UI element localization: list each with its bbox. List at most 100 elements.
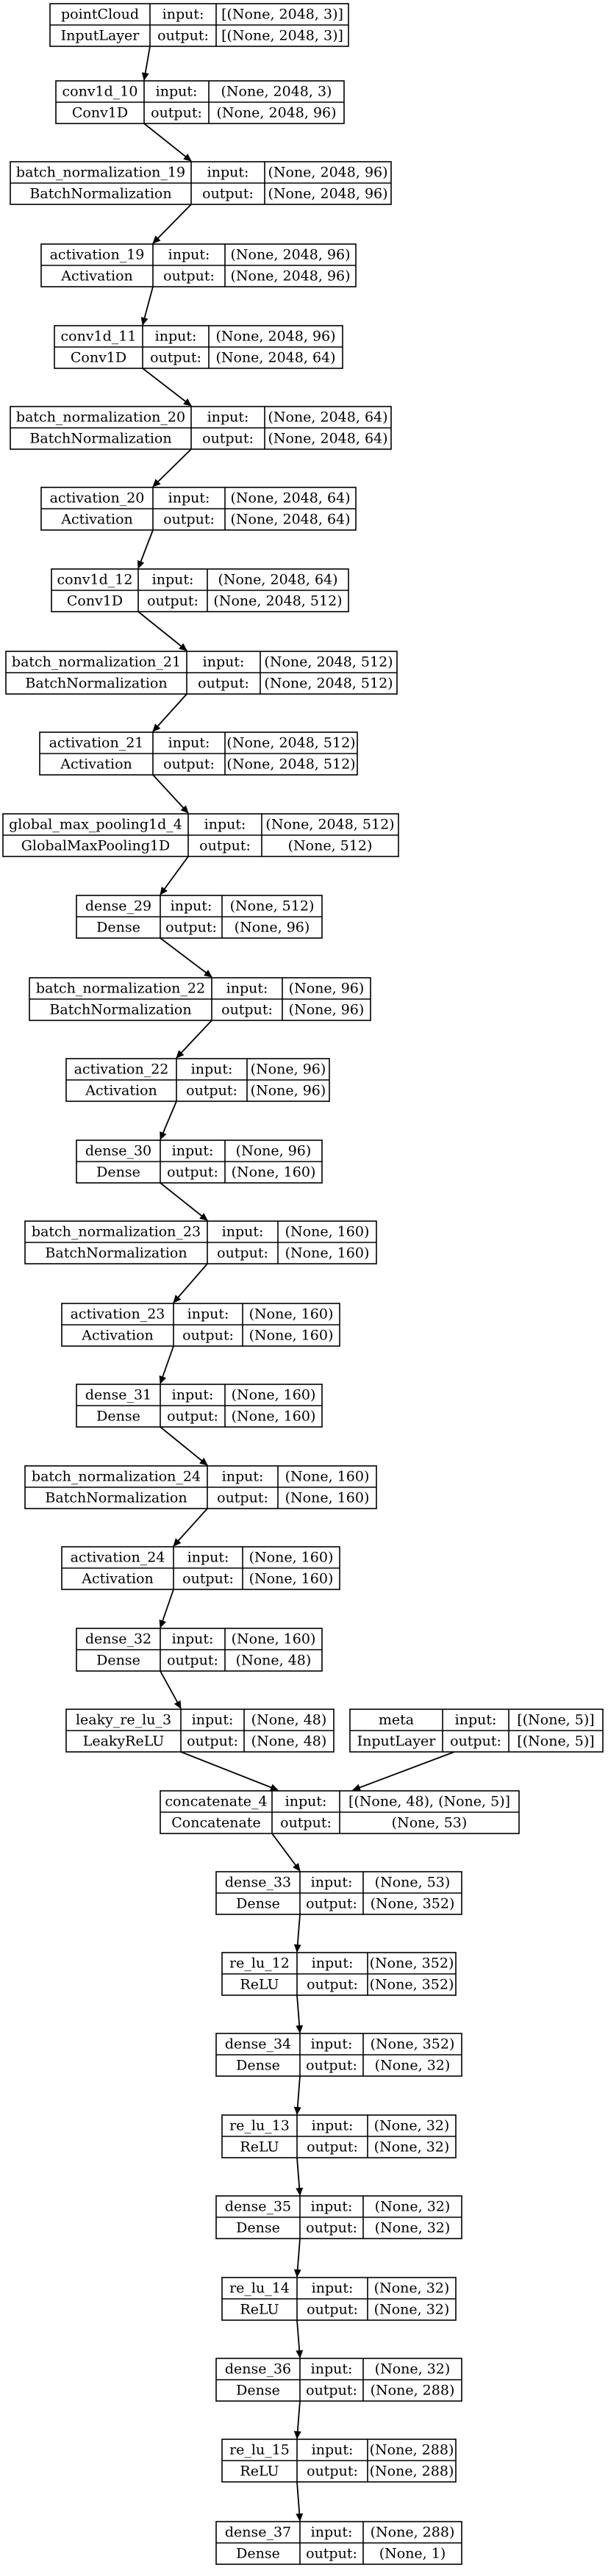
input-label: input: — [187, 1550, 229, 1566]
output-label: output: — [163, 512, 215, 528]
layer-name: concatenate_4 — [165, 1794, 267, 1810]
input-shape: (None, 32) — [374, 2118, 450, 2134]
input-label: input: — [311, 1875, 353, 1891]
output-label: output: — [157, 28, 209, 44]
layer-class: ReLU — [240, 1977, 279, 1993]
layer-class: Dense — [96, 920, 140, 936]
layer-class: ReLU — [240, 2139, 279, 2155]
layer-class: Dense — [96, 1164, 140, 1181]
output-shape: (None, 288) — [370, 2464, 454, 2480]
layer-node-leaky_re_lu_3: leaky_re_lu_3LeakyReLUinput:output:(None… — [65, 1709, 335, 1753]
output-label: output: — [167, 1409, 218, 1425]
output-shape: (None, 48) — [236, 1653, 312, 1669]
input-shape: [(None, 48), (None, 5)] — [348, 1794, 510, 1810]
edge-dense_34-to-re_lu_13 — [293, 2075, 301, 2115]
output-label: output: — [280, 1815, 332, 1831]
input-label: input: — [222, 1224, 264, 1240]
layer-class: BatchNormalization — [29, 186, 171, 202]
layer-class: Conv1D — [67, 593, 123, 609]
output-label: output: — [202, 186, 254, 202]
output-label: output: — [307, 2139, 358, 2155]
input-label: input: — [207, 409, 249, 426]
output-label: output: — [167, 1164, 218, 1181]
input-label: input: — [311, 2199, 353, 2215]
input-label: input: — [226, 981, 268, 997]
layer-node-concatenate_4: concatenate_4Concatenateinput:output:[(N… — [160, 1790, 520, 1834]
input-shape: (None, 2048, 64) — [268, 409, 387, 426]
layer-class: Dense — [96, 1653, 140, 1669]
layer-name: global_max_pooling1d_4 — [9, 817, 182, 833]
layer-name: batch_normalization_23 — [32, 1224, 201, 1240]
input-shape: [(None, 5)] — [517, 1712, 594, 1728]
input-label: input: — [156, 84, 198, 100]
input-label: input: — [203, 654, 245, 670]
input-label: input: — [222, 1469, 264, 1485]
input-label: input: — [172, 1387, 214, 1403]
input-shape: (None, 2048, 512) — [264, 654, 393, 670]
input-label: input: — [312, 2118, 354, 2134]
input-label: input: — [187, 1306, 229, 1323]
edge-dense_35-to-re_lu_14 — [293, 2238, 301, 2278]
input-shape: (None, 2048, 512) — [265, 817, 394, 833]
edge-batch_normalization_22-to-activation_22 — [176, 1020, 212, 1059]
output-shape: (None, 32) — [374, 2139, 450, 2155]
layer-class: Dense — [236, 2220, 280, 2236]
edge-global_max_pooling1d_4-to-dense_29 — [160, 856, 189, 895]
input-shape: (None, 160) — [249, 1306, 334, 1323]
edge-re_lu_13-to-dense_35 — [296, 2157, 304, 2196]
output-label: output: — [217, 1490, 268, 1506]
input-shape: (None, 288) — [371, 2525, 455, 2541]
input-shape: (None, 96) — [236, 1143, 312, 1159]
input-shape: (None, 2048, 64) — [230, 490, 350, 507]
layer-class: InputLayer — [357, 1734, 437, 1750]
edge-leaky_re_lu_3-to-concatenate_4 — [180, 1751, 279, 1791]
output-label: output: — [306, 2546, 357, 2562]
layer-name: activation_22 — [74, 1062, 169, 1078]
output-shape: (None, 2048, 512) — [226, 756, 355, 773]
layer-node-activation_21: activation_21Activationinput:output:(Non… — [39, 731, 358, 776]
edges — [137, 46, 455, 2522]
layer-class: Conv1D — [71, 350, 126, 366]
layer-name: dense_33 — [225, 1875, 291, 1891]
output-label: output: — [151, 105, 202, 121]
layer-name: batch_normalization_22 — [36, 981, 205, 997]
input-label: input: — [192, 1712, 234, 1728]
edge-conv1d_11-to-batch_normalization_20 — [142, 368, 192, 407]
layer-class: InputLayer — [61, 28, 140, 44]
layer-node-batch_normalization_19: batch_normalization_19BatchNormalization… — [10, 161, 392, 205]
edge-batch_normalization_20-to-activation_20 — [152, 448, 192, 487]
output-shape: (None, 2048, 64) — [230, 512, 350, 528]
layer-class: Activation — [60, 756, 132, 773]
layer-name: re_lu_12 — [229, 1956, 290, 1972]
input-shape: [(None, 2048, 3)] — [221, 7, 343, 23]
layer-class: Dense — [236, 2546, 280, 2562]
layer-name: re_lu_14 — [229, 2280, 290, 2297]
output-label: output: — [187, 1734, 238, 1750]
input-shape: (None, 288) — [370, 2442, 454, 2458]
layer-node-activation_19: activation_19Activationinput:output:(Non… — [40, 243, 357, 287]
layer-node-batch_normalization_21: batch_normalization_21BatchNormalization… — [5, 651, 398, 695]
layer-class: BatchNormalization — [29, 431, 171, 447]
output-shape: (None, 2048, 96) — [216, 105, 336, 121]
output-label: output: — [307, 1977, 358, 1993]
edge-batch_normalization_23-to-activation_23 — [173, 1263, 208, 1303]
output-label: output: — [163, 756, 215, 773]
layer-name: re_lu_13 — [229, 2118, 290, 2134]
layer-name: activation_19 — [50, 247, 145, 263]
output-shape: (None, 32) — [375, 2220, 451, 2236]
layer-name: conv1d_12 — [57, 572, 133, 588]
output-label: output: — [150, 350, 201, 366]
output-label: output: — [221, 1002, 273, 1018]
output-shape: (None, 2048, 64) — [215, 350, 335, 366]
input-shape: (None, 2048, 3) — [221, 84, 332, 100]
output-shape: (None, 512) — [288, 838, 373, 854]
input-label: input: — [311, 2036, 353, 2053]
layer-node-global_max_pooling1d_4: global_max_pooling1d_4GlobalMaxPooling1D… — [2, 813, 399, 857]
